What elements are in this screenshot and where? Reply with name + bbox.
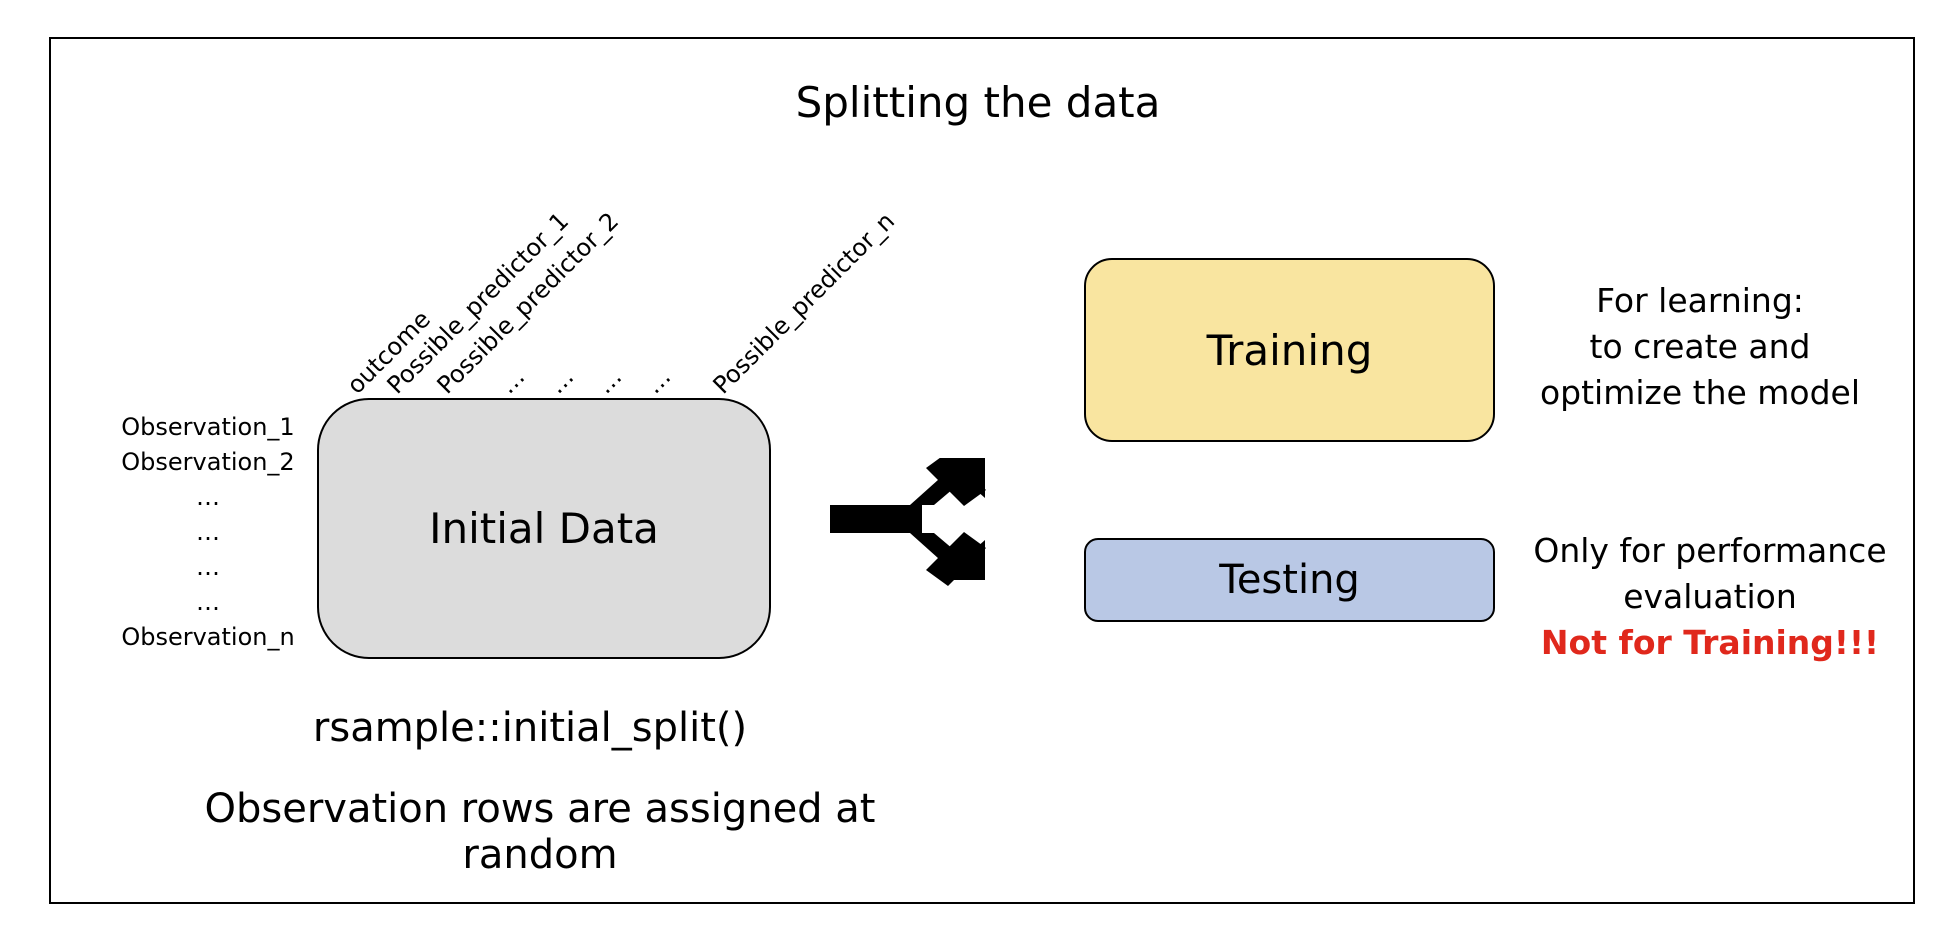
- row-label: Observation_1: [121, 413, 295, 441]
- training-description: For learning: to create and optimize the…: [1520, 278, 1880, 416]
- testing-warning: Not for Training!!!: [1540, 623, 1880, 662]
- row-label: Observation_n: [121, 623, 295, 651]
- initial-data-box: Initial Data: [317, 398, 771, 659]
- diagram-title: Splitting the data: [795, 78, 1161, 127]
- row-label: …: [196, 553, 220, 581]
- testing-box: Testing: [1084, 538, 1495, 622]
- training-description-line: to create and: [1589, 327, 1811, 366]
- split-arrow-icon: [830, 458, 986, 586]
- testing-description-line: Only for performance: [1533, 531, 1887, 570]
- random-assignment-note: Observation rows are assigned at random: [204, 786, 876, 878]
- training-box: Training: [1084, 258, 1495, 442]
- row-label: …: [196, 588, 220, 616]
- initial-data-label: Initial Data: [429, 504, 659, 553]
- row-label: …: [196, 518, 220, 546]
- testing-description: Only for performance evaluation Not for …: [1520, 528, 1900, 666]
- training-label: Training: [1206, 325, 1373, 375]
- testing-label: Testing: [1219, 557, 1360, 603]
- training-description-line: optimize the model: [1539, 373, 1861, 412]
- testing-description-line: evaluation: [1623, 577, 1797, 616]
- function-label: rsample::initial_split(): [312, 705, 748, 751]
- row-labels: Observation_1 Observation_2 … … … … Obse…: [100, 410, 316, 655]
- training-description-line: For learning:: [1596, 281, 1804, 320]
- row-label: Observation_2: [121, 448, 295, 476]
- diagram-frame: [49, 37, 1915, 904]
- row-label: …: [196, 483, 220, 511]
